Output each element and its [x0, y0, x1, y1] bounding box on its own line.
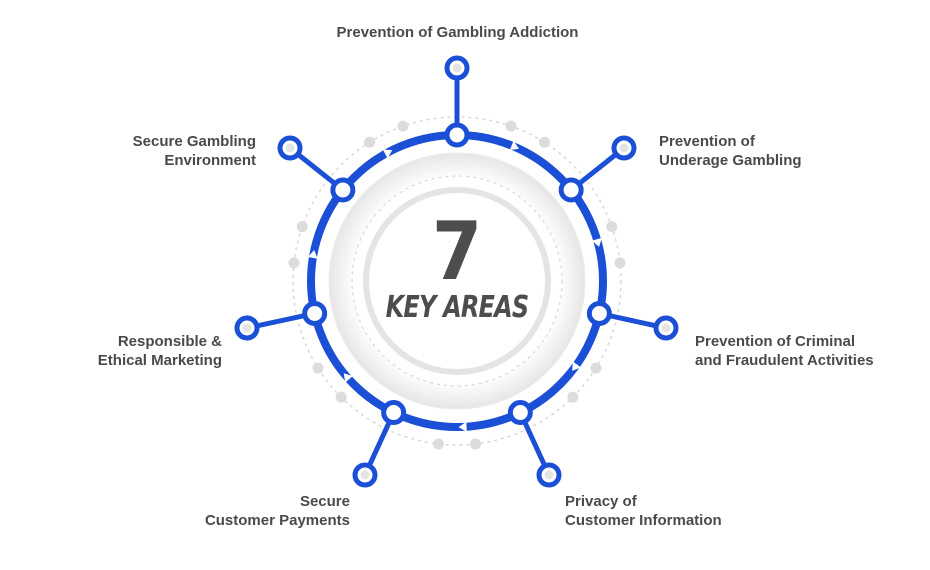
gray-dot — [432, 438, 444, 450]
center-caption: KEY AREAS — [385, 290, 530, 325]
gray-dot — [296, 221, 308, 233]
gray-dot — [606, 221, 618, 233]
gray-dot — [567, 391, 579, 403]
outer-node-dot — [544, 470, 554, 480]
arrow-icon — [343, 373, 353, 383]
ring-node — [586, 300, 612, 326]
area-label-marketing: Responsible &Ethical Marketing — [97, 333, 222, 369]
ring-node — [558, 177, 584, 203]
gray-dot — [614, 257, 626, 269]
gray-dot — [538, 136, 550, 148]
outer-node-dot — [285, 143, 295, 153]
ring-node — [330, 177, 356, 203]
ring-node — [507, 400, 533, 426]
gray-dot — [590, 362, 602, 374]
gray-dot — [505, 120, 517, 132]
arrow-icon — [572, 361, 581, 371]
outer-node-dot — [619, 143, 629, 153]
gray-dot — [288, 257, 300, 269]
ring-node — [302, 300, 328, 326]
area-label-gambling-addiction: Prevention of Gambling Addiction — [336, 24, 579, 41]
gray-dot — [335, 391, 347, 403]
gray-dot — [470, 438, 482, 450]
arrow-icon — [592, 237, 602, 247]
center-number: 7 — [431, 205, 483, 298]
outer-node-dot — [242, 323, 252, 333]
gray-dot — [364, 136, 376, 148]
gray-dot — [397, 120, 409, 132]
outer-node-dot — [452, 63, 462, 73]
ring-node — [444, 122, 470, 148]
arrow-icon — [307, 250, 318, 259]
outer-node-dot — [661, 323, 671, 333]
inner-dashed-ring — [351, 175, 563, 387]
arrow-icon — [509, 140, 519, 151]
center-circle — [363, 187, 551, 375]
ring-node — [381, 400, 407, 426]
arrow-icon — [382, 149, 393, 159]
gray-dot — [312, 362, 324, 374]
outer-node-dot — [360, 470, 370, 480]
arrow-icon — [458, 421, 467, 432]
